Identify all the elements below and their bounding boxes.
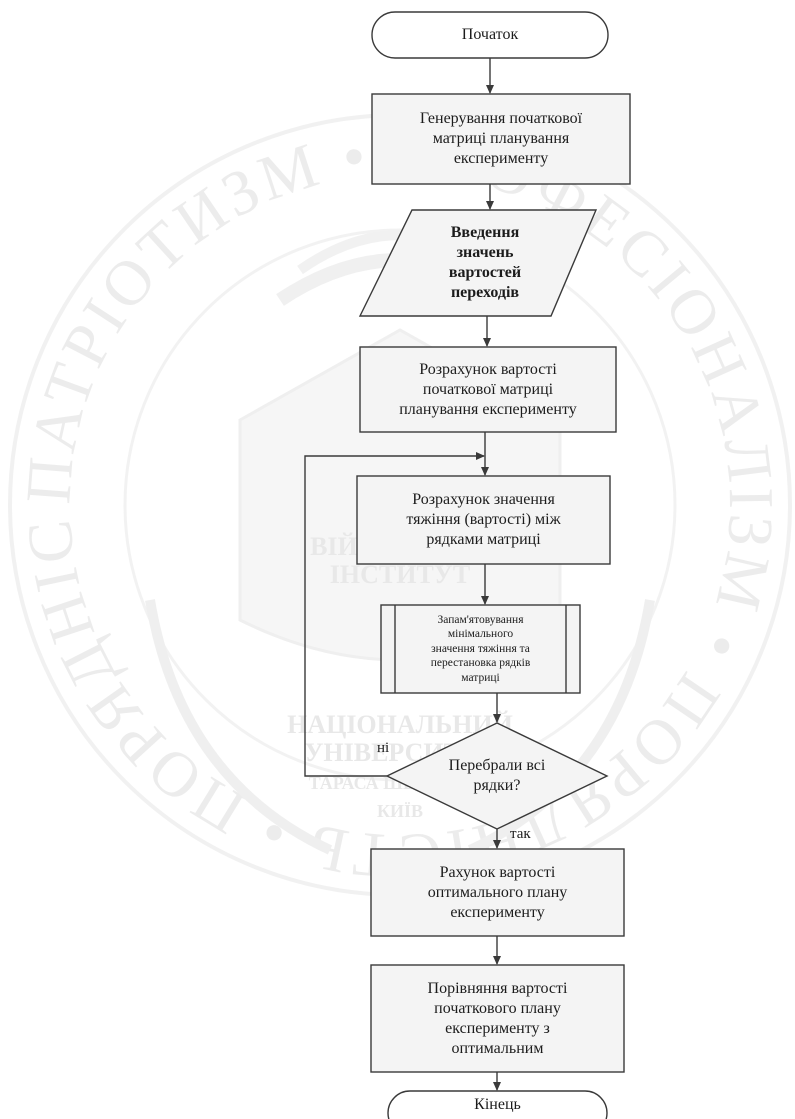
decision-label: Перебрали всі рядки? — [448, 757, 546, 794]
optimal-cost-label: Рахунок вартості оптимального плану експ… — [427, 863, 568, 921]
end-label: Кінець — [474, 1096, 521, 1113]
input-values-label: Введення значень вартостей переходів — [448, 224, 522, 301]
gravity-label: Розрахунок значення тяжіння (вартості) м… — [406, 491, 561, 548]
initial-cost-label: Розрахунок вартості початкової матриці п… — [399, 360, 577, 418]
input-values-data — [358, 209, 598, 317]
gravity-process — [356, 475, 611, 565]
generate-matrix-process — [371, 93, 631, 185]
optimal-cost-process — [370, 848, 625, 937]
label-yes: так — [510, 826, 531, 842]
compare-process — [370, 964, 625, 1073]
remember-subprocess — [380, 604, 581, 694]
start-label: Початок — [461, 26, 519, 43]
remember-label: Запам'ятовування мінімального значення т… — [430, 613, 531, 684]
compare-label: Порівняння вартості початкового плану ек… — [427, 979, 568, 1057]
initial-cost-process — [359, 346, 617, 433]
end-terminator — [387, 1090, 608, 1119]
generate-matrix-label: Генерування початкової матриці плануванн… — [419, 110, 583, 167]
label-no: ні — [377, 740, 390, 756]
